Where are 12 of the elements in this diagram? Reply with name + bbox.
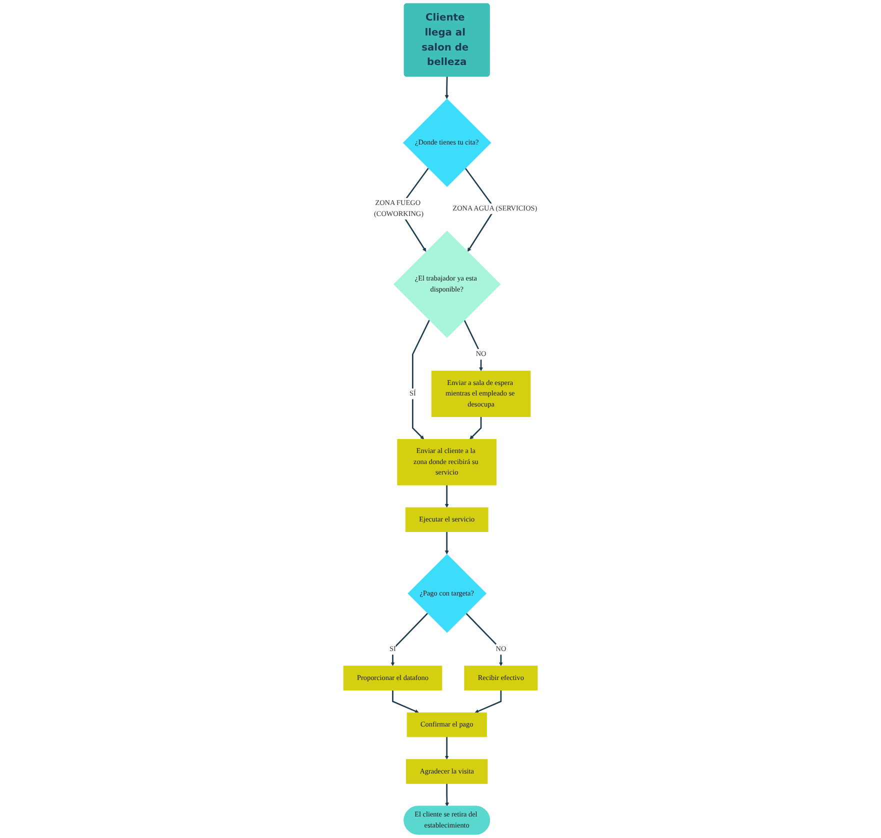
arrow	[470, 416, 482, 440]
arrow	[444, 76, 449, 100]
arrow	[392, 690, 419, 714]
arrow	[464, 320, 483, 372]
arrow	[474, 690, 502, 714]
arrow	[390, 612, 428, 666]
arrow	[445, 784, 449, 806]
arrow	[444, 736, 449, 760]
arrow	[444, 532, 449, 554]
arrow	[466, 612, 503, 666]
arrow	[444, 485, 449, 508]
arrow	[412, 320, 430, 440]
